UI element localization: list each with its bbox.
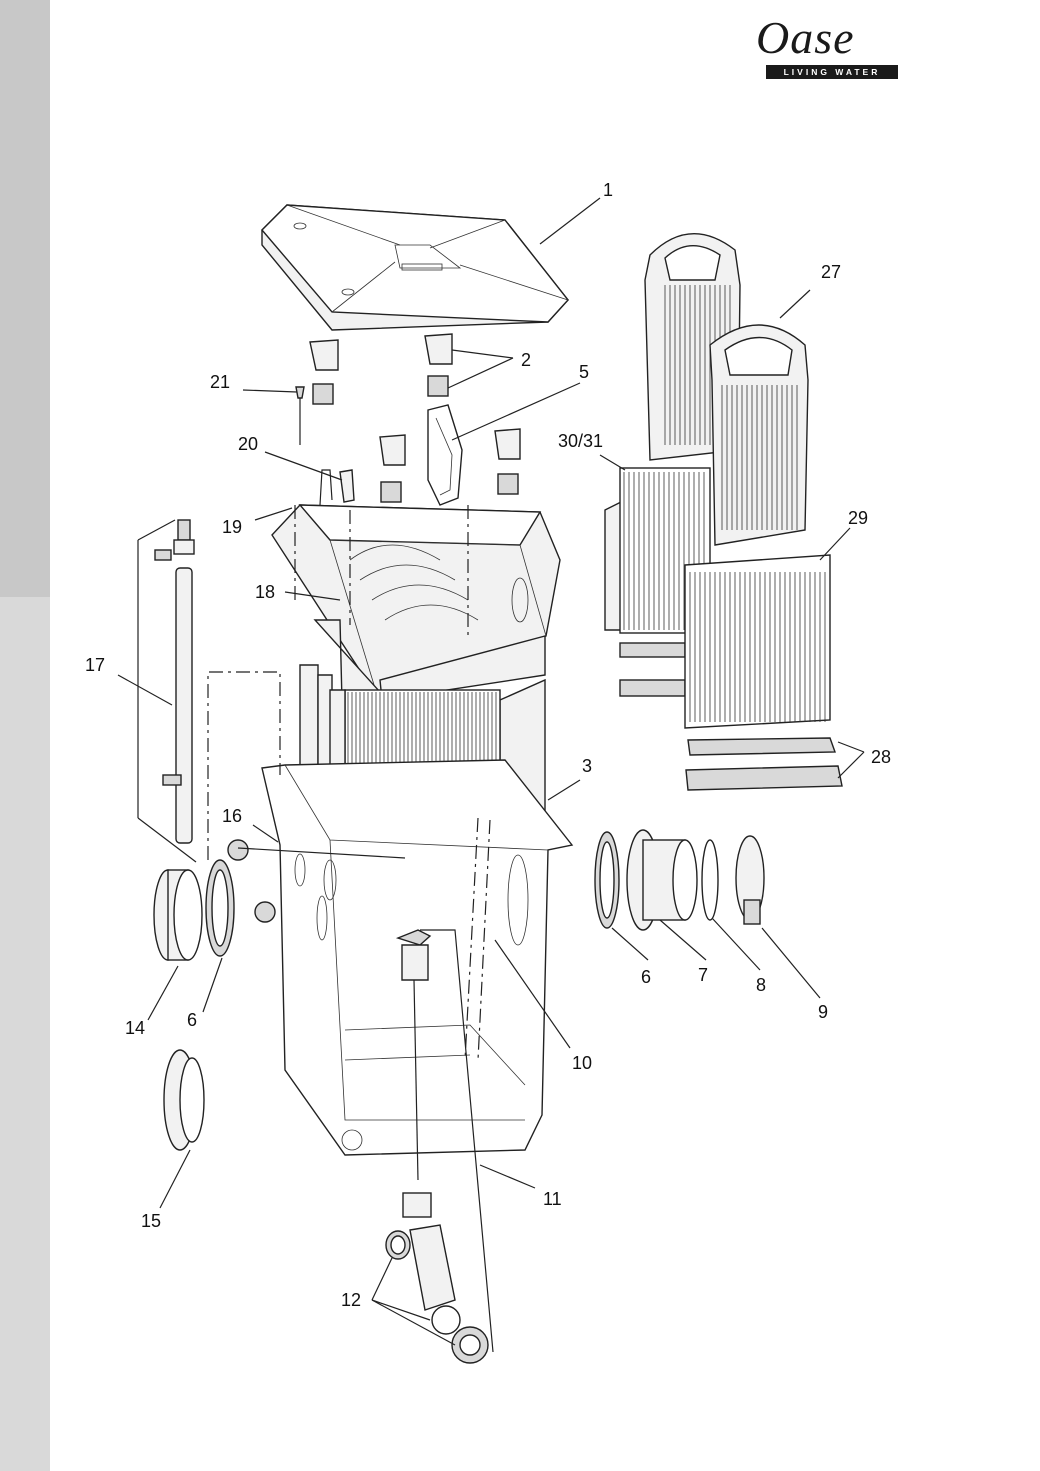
label-3031: 30/31 (558, 431, 603, 451)
assembly-guide-lines (207, 505, 491, 1061)
label-16: 16 (222, 806, 242, 826)
part-2-clips (309, 333, 521, 503)
label-14: 14 (125, 1018, 145, 1038)
label-10: 10 (572, 1053, 592, 1073)
label-2: 2 (521, 350, 531, 370)
label-20: 20 (238, 434, 258, 454)
label-28: 28 (871, 747, 891, 767)
label-11: 11 (543, 1189, 562, 1209)
part-27-tall-cartridges (644, 232, 809, 546)
label-12: 12 (341, 1290, 361, 1310)
sidebar-bottom-band (0, 597, 50, 1471)
part-18-top-tray (271, 504, 561, 701)
sidebar-top-band (0, 0, 50, 597)
label-7: 7 (698, 965, 708, 985)
leader-lines (117, 197, 865, 1353)
label-27: 27 (821, 262, 841, 282)
part-12-valve-assembly (385, 1192, 489, 1364)
label-17: 17 (85, 655, 105, 675)
part-30-31-filter-foam (604, 467, 711, 697)
part-1-lid (261, 204, 569, 331)
label-8: 8 (756, 975, 766, 995)
label-19: 19 (222, 517, 242, 537)
parts-6-9-right-fittings (594, 829, 765, 931)
parts-6-14-15-left-fittings (153, 839, 276, 1151)
part-17-hose (154, 519, 195, 844)
part-28-trays (685, 737, 843, 791)
label-6b: 6 (641, 967, 651, 987)
part-29-filter-block (684, 554, 831, 729)
logo-tagline: LIVING WATER (766, 65, 898, 79)
oase-logo: Oase LIVING WATER (756, 12, 898, 82)
label-21: 21 (210, 372, 230, 392)
label-1: 1 (603, 180, 613, 200)
logo-wordmark: Oase (756, 12, 855, 63)
part-labels: 1 2 5 21 20 30/31 19 18 17 3 16 14 6 15 … (85, 180, 891, 1310)
label-29: 29 (848, 508, 868, 528)
label-18: 18 (255, 582, 275, 602)
part-5-seal (427, 404, 463, 506)
label-15: 15 (141, 1211, 161, 1231)
label-6a: 6 (187, 1010, 197, 1030)
parts-19-21-small (295, 386, 355, 506)
part-11-drain-rod (395, 929, 432, 1181)
label-5: 5 (579, 362, 589, 382)
label-3: 3 (582, 756, 592, 776)
label-9: 9 (818, 1002, 828, 1022)
